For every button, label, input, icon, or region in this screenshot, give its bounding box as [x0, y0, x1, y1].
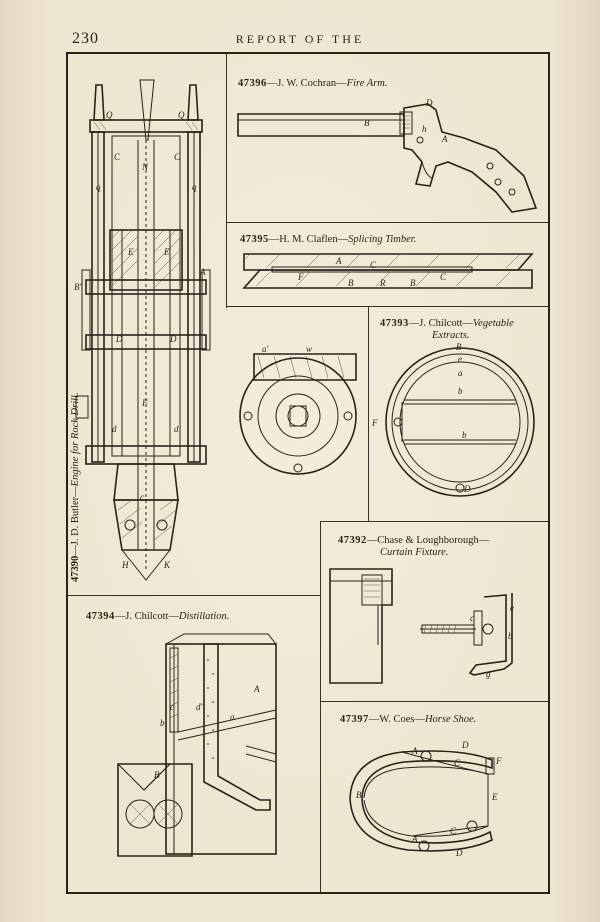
svg-text:E: E: [127, 247, 134, 257]
svg-text:e: e: [458, 354, 462, 364]
svg-text:C: C: [114, 152, 121, 162]
caption-47392: 47392—Chase & Loughborough—: [338, 535, 490, 546]
svg-text:a: a: [458, 368, 463, 378]
svg-text:q: q: [192, 182, 197, 192]
svg-text:C: C: [450, 826, 457, 836]
vegetable-extracts-drawing-a: a' w: [239, 344, 357, 475]
svg-text:c: c: [470, 613, 474, 623]
divider-extracts-bottom: [320, 521, 548, 522]
svg-text:Q: Q: [106, 110, 113, 120]
svg-text:D: D: [115, 334, 123, 344]
svg-text:B: B: [348, 278, 354, 288]
caption-47395: 47395—H. M. Claflen—Splicing Timber.: [240, 234, 417, 245]
svg-text:C: C: [174, 152, 181, 162]
divider-rockdrill-right: [226, 54, 227, 308]
caption-47390: 47390—J. D. Butler—Engine for Rock Drill…: [70, 392, 81, 582]
divider-rockdrill-bottom: [68, 595, 321, 596]
svg-text:h: h: [422, 124, 427, 134]
svg-text:B: B: [356, 790, 362, 800]
svg-text:F: F: [141, 398, 148, 408]
svg-text:c: c: [170, 702, 174, 712]
svg-text:A: A: [199, 267, 206, 277]
curtain-fixture-drawing: e b g c: [329, 568, 514, 684]
svg-text:w: w: [306, 344, 312, 354]
divider-firearm-bottom: [226, 222, 548, 223]
fire-arm-drawing: B Dh A: [237, 98, 538, 213]
divider-extracts-left: [368, 306, 369, 522]
svg-text:B': B': [74, 282, 82, 292]
splicing-timber-drawing: A C F B R B C: [242, 253, 534, 289]
plate-border: [66, 52, 550, 894]
page-number: 230: [72, 30, 99, 47]
svg-text:N: N: [141, 162, 149, 172]
svg-text:b: b: [160, 718, 165, 728]
svg-text:D: D: [463, 484, 471, 494]
svg-text:C: C: [440, 272, 447, 282]
distillation-drawing: cb d' a A B: [117, 633, 277, 857]
svg-text:K: K: [163, 560, 171, 570]
svg-text:B: B: [154, 770, 160, 780]
svg-text:D: D: [425, 98, 433, 108]
svg-text:q: q: [96, 182, 101, 192]
svg-text:a': a': [262, 344, 270, 354]
svg-text:F: F: [297, 272, 304, 282]
svg-text:B: B: [456, 342, 462, 352]
divider-splicing-bottom: [226, 306, 548, 307]
svg-text:e: e: [510, 603, 514, 613]
caption-47392-line2: Curtain Fixture.: [380, 547, 449, 558]
running-head: REPORT OF THE: [235, 32, 365, 46]
caption-47396: 47396—J. W. Cochran—Fire Arm.: [238, 78, 388, 89]
svg-text:Q: Q: [178, 110, 185, 120]
svg-text:F: F: [371, 418, 378, 428]
vegetable-extracts-drawing-b: Bea b b F D: [371, 342, 535, 497]
svg-text:A: A: [411, 746, 418, 756]
svg-text:d: d: [174, 424, 179, 434]
svg-text:D: D: [461, 740, 469, 750]
caption-47393: 47393—J. Chilcott—Vegetable: [380, 318, 514, 329]
svg-text:C: C: [370, 260, 377, 270]
svg-text:A: A: [441, 134, 448, 144]
svg-text:E: E: [163, 247, 170, 257]
svg-text:A: A: [335, 256, 342, 266]
caption-47393-line2: Extracts.: [432, 330, 470, 341]
svg-text:H: H: [121, 560, 129, 570]
svg-text:B: B: [364, 118, 370, 128]
svg-text:b: b: [508, 631, 513, 641]
svg-text:C: C: [454, 758, 461, 768]
svg-text:d': d': [196, 702, 204, 712]
horse-shoe-drawing: ADC FEB CAD: [349, 740, 502, 858]
svg-text:E: E: [491, 792, 498, 802]
svg-text:g: g: [486, 669, 491, 679]
svg-text:b: b: [462, 430, 467, 440]
caption-47397: 47397—W. Coes—Horse Shoe.: [340, 714, 477, 725]
caption-47394: 47394—J. Chilcott—Distillation.: [86, 611, 230, 622]
svg-text:D: D: [169, 334, 177, 344]
svg-text:a: a: [230, 712, 235, 722]
svg-text:A: A: [411, 834, 418, 844]
svg-text:R: R: [379, 278, 386, 288]
svg-text:D: D: [455, 848, 463, 858]
rock-drill-engine-drawing: Q Q C C Nq q E E B' A D D d d F H K c: [74, 79, 211, 581]
svg-text:B: B: [410, 278, 416, 288]
divider-curtain-bottom: [320, 701, 548, 702]
divider-lower-left-right: [320, 521, 321, 892]
svg-text:b: b: [458, 386, 463, 396]
svg-text:F: F: [495, 756, 502, 766]
svg-text:c: c: [140, 492, 144, 502]
svg-text:d: d: [112, 424, 117, 434]
svg-text:A: A: [253, 684, 260, 694]
